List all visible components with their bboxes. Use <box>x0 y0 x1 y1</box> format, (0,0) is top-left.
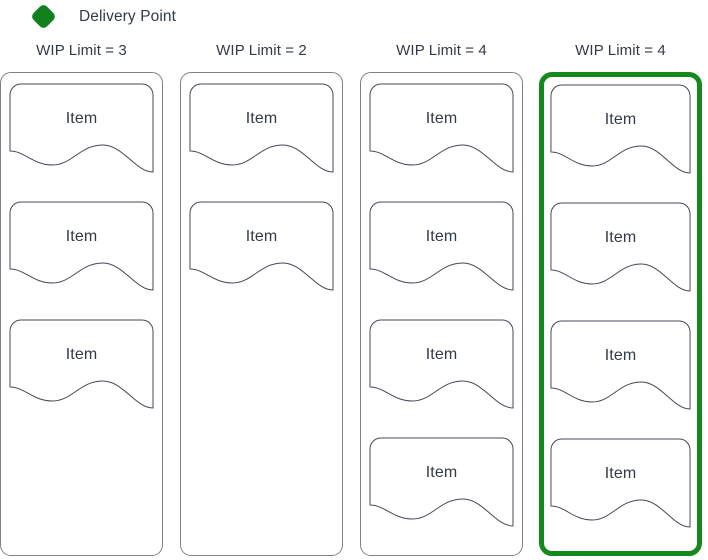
work-item-card[interactable]: Item <box>369 319 514 415</box>
card-shape <box>189 201 334 297</box>
work-item-card[interactable]: Item <box>189 201 334 297</box>
card-shape <box>189 83 334 179</box>
work-item-card[interactable]: Item <box>9 319 154 415</box>
work-item-card[interactable]: Item <box>369 83 514 179</box>
legend: Delivery Point <box>30 3 176 31</box>
work-item-card[interactable]: Item <box>369 437 514 533</box>
legend-label: Delivery Point <box>79 8 177 25</box>
card-shape <box>550 84 691 180</box>
card-shape <box>369 319 514 415</box>
work-item-card[interactable]: Item <box>9 201 154 297</box>
card-shape <box>369 437 514 533</box>
card-shape <box>550 320 691 416</box>
card-shape <box>550 202 691 298</box>
work-item-card[interactable]: Item <box>9 83 154 179</box>
card-shape <box>9 201 154 297</box>
work-item-card[interactable]: Item <box>550 84 691 180</box>
card-shape <box>9 83 154 179</box>
work-item-card[interactable]: Item <box>369 201 514 297</box>
column-header-wip-limit: WIP Limit = 2 <box>216 42 307 59</box>
card-shape <box>9 319 154 415</box>
card-shape <box>369 83 514 179</box>
work-item-card[interactable]: Item <box>550 320 691 416</box>
work-item-card[interactable]: Item <box>550 438 691 534</box>
card-shape <box>369 201 514 297</box>
work-item-card[interactable]: Item <box>189 83 334 179</box>
column-header-wip-limit: WIP Limit = 3 <box>36 42 127 59</box>
work-item-card[interactable]: Item <box>550 202 691 298</box>
column-header-wip-limit: WIP Limit = 4 <box>575 42 666 59</box>
green-diamond-icon <box>30 3 60 31</box>
column-header-wip-limit: WIP Limit = 4 <box>396 42 487 59</box>
card-shape <box>550 438 691 534</box>
